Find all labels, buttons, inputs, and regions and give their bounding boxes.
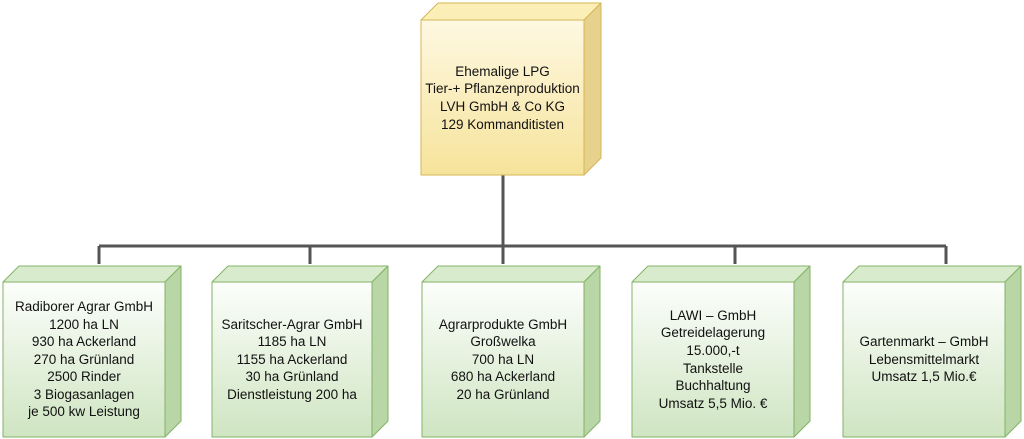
child-1-line-1: Radiborer Agrar GmbH [14,298,154,314]
child-node-2-box [211,265,389,438]
child-1-line-4: 270 ha Grünland [33,351,135,367]
child-4-line-2: Getreidelagerung [660,325,766,341]
root-line-4: 129 Kommanditisten [440,116,565,132]
root-node-box-top-face [420,2,602,21]
child-node-3-box-side-face [583,265,601,438]
child-4-line-5: Buchhaltung [675,378,751,394]
child-node-1-box-top-face [2,265,182,283]
child-1-line-7: je 500 kw Leistung [28,404,140,420]
child-node-1-box-front-face [2,281,166,438]
child-node-4-label: LAWI – GmbH Getreidelagerung 15.000,-t T… [632,282,794,437]
child-4-line-4: Tankstelle [682,360,744,376]
child-2-line-3: 1155 ha Ackerland [236,351,348,367]
child-3-line-2: Großwelka [470,334,536,350]
root-line-3: LVH GmbH & Co KG [439,99,566,114]
child-node-2-box-top-face [211,265,389,283]
child-4-line-3: 15.000,-t [686,342,740,358]
child-3-line-4: 680 ha Ackerland [450,369,556,385]
child-4-line-1: LAWI – GmbH [669,307,757,323]
child-3-line-5: 20 ha Grünland [456,386,550,402]
child-node-4-box [631,265,811,438]
child-node-5-box-front-face [842,281,1006,438]
child-node-1-label: Radiborer Agrar GmbH 1200 ha LN 930 ha A… [3,282,165,437]
child-1-line-3: 930 ha Ackerland [31,334,137,350]
child-1-line-2: 1200 ha LN [49,316,119,332]
root-node-label: Ehemalige LPG Tier-+ Pflanzenproduktion … [421,20,584,176]
child-2-line-2: 1185 ha LN [257,334,327,350]
root-node-box-side-face [583,2,602,176]
child-4-line-6: Umsatz 5,5 Mio. € [658,395,768,411]
child-3-line-1: Agrarprodukte GmbH [438,316,568,332]
child-5-line-3: Umsatz 1,5 Mio.€ [871,369,977,385]
child-1-line-5: 2500 Rinder [47,369,121,385]
child-node-4-box-side-face [793,265,811,438]
child-node-5-label: Gartenmarkt – GmbH Lebensmittelmarkt Ums… [843,282,1005,437]
child-5-line-1: Gartenmarkt – GmbH [859,334,989,350]
child-node-5-box [842,265,1022,438]
child-node-2-box-front-face [211,281,373,438]
child-2-line-1: Saritscher-Agrar GmbH [221,316,363,332]
child-node-5-box-top-face [842,265,1022,283]
root-node-box-front-face [420,19,585,176]
child-3-line-3: 700 ha LN [471,351,535,367]
child-node-2-box-side-face [371,265,389,438]
root-line-1: Ehemalige LPG [455,63,550,79]
child-1-line-6: 3 Biogasanlagen [33,386,135,402]
root-line-2: Tier-+ Pflanzenproduktion [425,81,580,97]
child-node-1-box-side-face [164,265,182,438]
child-node-1-box [2,265,182,438]
child-node-5-box-side-face [1004,265,1022,438]
child-2-line-5: Dienstleistung 200 ha [227,386,357,402]
connectors [97,175,948,264]
child-node-4-box-top-face [631,265,811,283]
root-node-box [420,2,602,176]
child-5-line-2: Lebensmittelmarkt [868,351,980,367]
child-node-2-label: Saritscher-Agrar GmbH 1185 ha LN 1155 ha… [212,282,372,437]
child-node-3-label: Agrarprodukte GmbH Großwelka 700 ha LN 6… [422,282,584,437]
child-node-3-box-top-face [421,265,601,283]
child-node-4-box-front-face [631,281,795,438]
child-node-3-box-front-face [421,281,585,438]
child-node-3-box [421,265,601,438]
child-2-line-4: 30 ha Grünland [245,369,339,385]
